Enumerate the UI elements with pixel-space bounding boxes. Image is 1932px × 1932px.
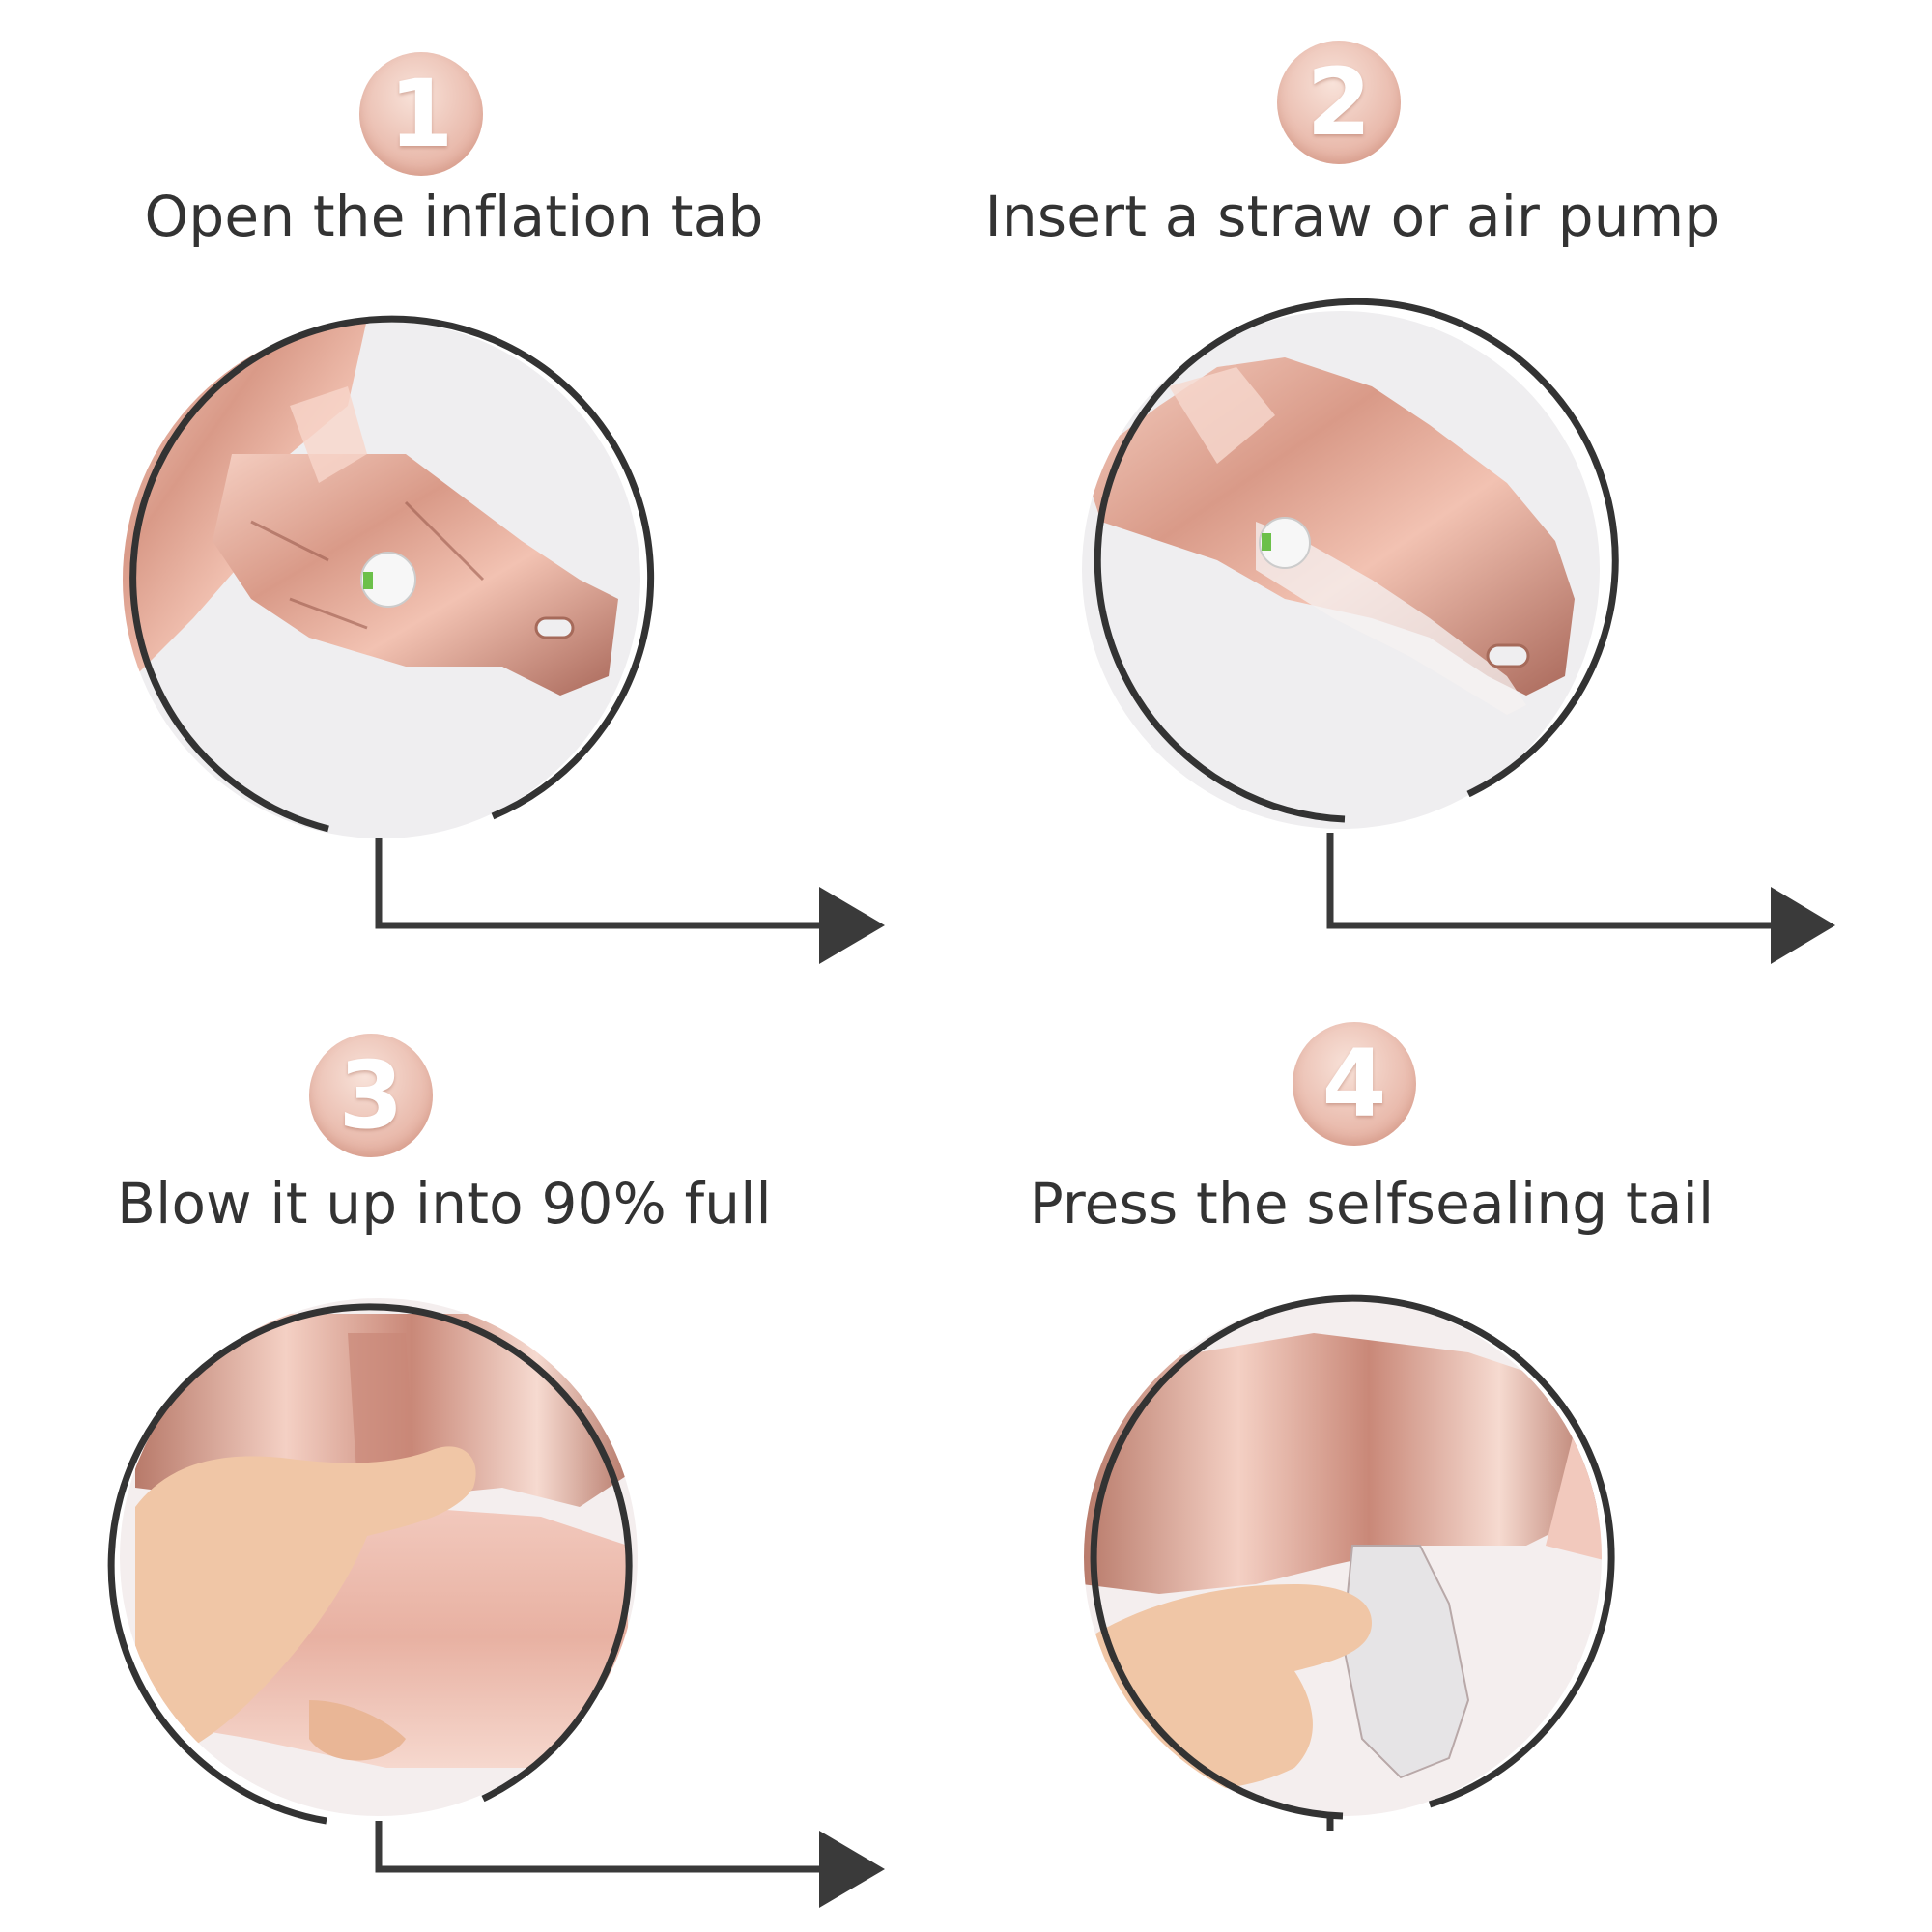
image-frame-ring — [129, 315, 655, 833]
image-frame-ring — [107, 1303, 633, 1825]
image-frame-ring — [1094, 298, 1619, 823]
step-1: 1 Open the inflation tab — [0, 0, 966, 966]
valve-sticker-icon — [360, 552, 416, 608]
step-illustration — [107, 1298, 885, 1908]
image-frame-ring — [1090, 1294, 1615, 1820]
step-number-badge: 4 — [1293, 1022, 1416, 1146]
step-title: Blow it up into 90% full — [117, 1171, 772, 1236]
step-number-badge: 3 — [309, 1034, 433, 1157]
step-4: 4 Press the selfsealing tail — [966, 966, 1932, 1932]
hand-pressing-tail-photo — [1084, 1294, 1615, 1831]
step-title: Open the inflation tab — [144, 184, 764, 249]
step-number-badge: 2 — [1277, 41, 1401, 164]
straw-in-valve-photo — [1082, 298, 1619, 829]
hand-photo-region — [135, 1446, 476, 1768]
hand-holding-inflated-balloon-photo — [107, 1298, 638, 1825]
step-2: 2 Insert a straw or air pump — [966, 0, 1932, 966]
step-title: Press the selfsealing tail — [1029, 1171, 1715, 1236]
step-3: 3 Blow it up into 90% full — [0, 966, 966, 1932]
balloon-tail-region — [1341, 1545, 1470, 1779]
step-illustration — [1082, 298, 1835, 964]
arrow-right-icon — [1326, 833, 1835, 964]
arrow-right-icon — [375, 1821, 885, 1908]
step-illustration — [1084, 1294, 1615, 1831]
valve-sticker-icon — [1259, 517, 1311, 569]
step-illustration — [123, 315, 885, 964]
step-number-badge: 1 — [359, 52, 483, 176]
foil-balloon-valve-tab-photo — [123, 315, 655, 838]
arrow-right-icon — [375, 838, 885, 964]
step-title: Insert a straw or air pump — [984, 184, 1720, 249]
